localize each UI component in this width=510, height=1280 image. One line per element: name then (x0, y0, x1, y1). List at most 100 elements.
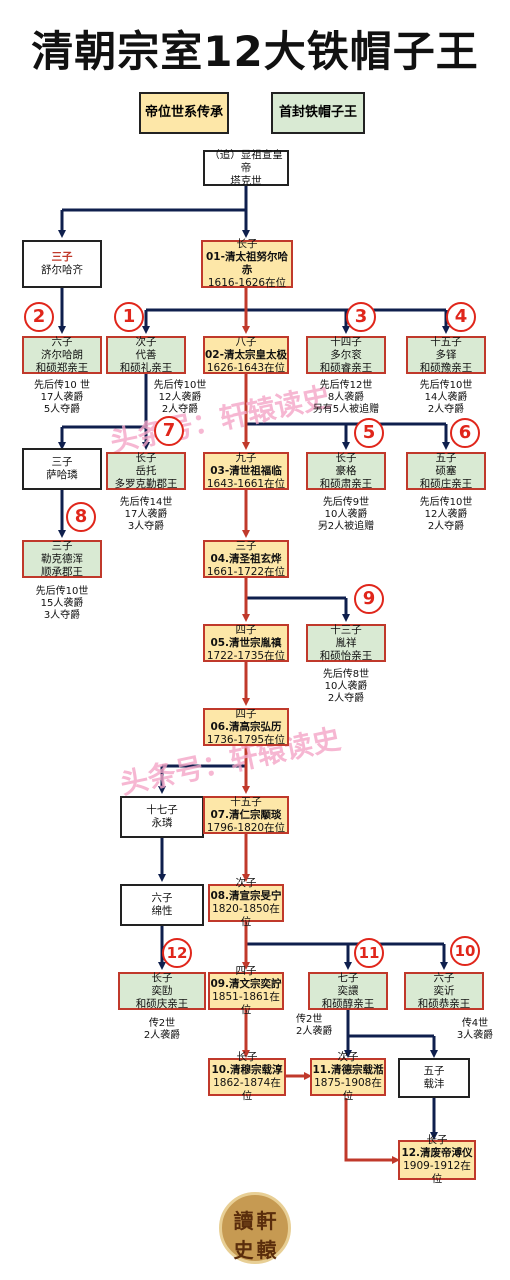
node-rank: 十七子 (146, 804, 178, 816)
stat-king-12: 传2世 2人袭爵 (118, 1018, 206, 1042)
node-name: 08.清宣宗旻宁 (210, 890, 282, 902)
badge-king-11: 11 (354, 938, 384, 968)
stat-line: 17人袭爵 (124, 509, 168, 520)
page-title: 清朝宗室12大铁帽子王 (31, 27, 479, 76)
node-rank: 三子 (51, 456, 73, 468)
node-king-6: 五子 硕塞 和硕庄亲王 (406, 452, 486, 490)
stat-king-1: 先后传10世 12人袭爵 2人夺爵 (140, 380, 220, 416)
node-emperor-05: 四子 05.清世宗胤禛 1722-1735在位 (203, 624, 289, 662)
node-name: 勒克德浑 (41, 552, 83, 565)
node-name: 07.清仁宗颙琰 (210, 808, 282, 821)
node-years: 1862-1874在位 (213, 1077, 281, 1102)
legend-iron-king: 首封铁帽子王 (271, 92, 365, 134)
stat-line: 2人夺爵 (427, 404, 465, 415)
badge-king-1: 1 (114, 302, 144, 332)
node-rank: （追）显祖宣皇帝 (209, 148, 283, 174)
node-king-11: 七子 奕譞 和硕醇亲王 (308, 972, 388, 1010)
node-rank: 十五子 (430, 335, 462, 348)
stat-line: 传2世 (148, 1018, 176, 1029)
node-name: 塔克世 (230, 174, 262, 187)
node-king-3: 十四子 多尔衮 和硕睿亲王 (306, 336, 386, 374)
node-rank: 次子 (235, 877, 257, 889)
node-years: 1722-1735在位 (206, 649, 286, 662)
node-title: 和硕睿亲王 (319, 361, 373, 374)
stat-line: 先后传10世 (419, 497, 473, 508)
node-rank: 十四子 (330, 335, 362, 348)
node-yonglin: 十七子 永璘 (120, 796, 204, 838)
node-rank: 六子 (433, 971, 455, 984)
node-name: 04.清圣祖玄烨 (210, 552, 282, 565)
node-title: 顺承郡王 (41, 565, 83, 578)
node-name: 胤祥 (335, 636, 357, 649)
legend-emperor: 帝位世系传承 (139, 92, 229, 134)
node-king-7: 长子 岳托 多罗克勤郡王 (106, 452, 186, 490)
node-king-10: 六子 奕䜣 和硕恭亲王 (404, 972, 484, 1010)
node-name: 03-清世祖福临 (210, 464, 282, 477)
node-years: 1616-1626在位 (207, 277, 287, 289)
logo-seal: 讀 軒 史 轅 (219, 1192, 291, 1264)
node-title: 和硕郑亲王 (35, 361, 89, 374)
stat-line: 先后传8世 (322, 669, 370, 680)
node-years: 1796-1820在位 (206, 821, 286, 834)
node-rank: 三子 (51, 539, 73, 552)
node-name: 豪格 (335, 464, 357, 477)
node-rank: 长子 (236, 238, 258, 250)
stat-line: 另2人被追赠 (317, 521, 375, 532)
node-rank: 七子 (337, 971, 359, 984)
stat-king-10: 传4世 3人袭爵 (444, 1018, 506, 1042)
node-king-5: 长子 豪格 和硕肃亲王 (306, 452, 386, 490)
node-name: 萨哈璘 (46, 469, 78, 481)
node-king-2: 六子 济尔哈朗 和硕郑亲王 (22, 336, 102, 374)
node-name: 绵性 (151, 905, 173, 917)
node-rank: 十五子 (230, 795, 262, 808)
node-emperor-02: 八子 02-清太宗皇太极 1626-1643在位 (203, 336, 289, 374)
node-shuerhaqi: 三子 舒尔哈齐 (22, 240, 102, 288)
node-title: 和硕肃亲王 (319, 477, 373, 490)
badge-king-10: 10 (450, 936, 480, 966)
node-rank: 次子 (337, 1051, 359, 1063)
node-rank: 三子 (51, 251, 73, 263)
node-name: 永璘 (151, 817, 173, 829)
node-rank: 四子 (235, 623, 257, 636)
node-name: 09.清文宗奕詝 (210, 978, 282, 990)
stat-line: 传2世 (296, 1014, 323, 1025)
stat-line: 3人夺爵 (43, 610, 81, 621)
node-years: 1851-1861在位 (212, 991, 280, 1016)
node-name: 代善 (135, 348, 157, 361)
badge-king-2: 2 (24, 302, 54, 332)
node-name: 济尔哈朗 (41, 348, 83, 361)
stat-line: 10人袭爵 (324, 509, 368, 520)
stat-line: 12人袭爵 (158, 392, 202, 403)
stat-king-3: 先后传12世 8人袭爵 另有5人被追赠 (300, 380, 392, 416)
stat-line: 2人袭爵 (296, 1026, 333, 1037)
stat-line: 另有5人被追赠 (312, 404, 380, 415)
node-years: 1909-1912在位 (403, 1160, 471, 1185)
node-name: 02-清太宗皇太极 (205, 348, 287, 361)
node-title: 和硕庄亲王 (419, 477, 473, 490)
stat-line: 12人袭爵 (424, 509, 468, 520)
node-mianxing: 六子 绵性 (120, 884, 204, 926)
node-king-8: 三子 勒克德浑 顺承郡王 (22, 540, 102, 578)
node-name: 多铎 (435, 348, 457, 361)
badge-king-9: 9 (354, 584, 384, 614)
node-emperor-10: 长子 10.清穆宗载淳 1862-1874在位 (208, 1051, 286, 1102)
node-title: 多罗克勤郡王 (114, 477, 178, 490)
node-rank: 六子 (151, 892, 173, 904)
node-emperor-04: 三子 04.清圣祖玄烨 1661-1722在位 (203, 540, 289, 578)
node-emperor-01: 长子 01-清太祖努尔哈赤 1616-1626在位 (201, 238, 293, 289)
node-sahalian: 三子 萨哈璘 (22, 448, 102, 490)
node-rank: 八子 (235, 335, 257, 348)
stat-line: 2人夺爵 (327, 693, 365, 704)
stat-king-7: 先后传14世 17人袭爵 3人夺爵 (106, 497, 186, 533)
node-rank: 长子 (135, 451, 157, 464)
badge-king-6: 6 (450, 418, 480, 448)
node-name: 05.清世宗胤禛 (210, 636, 282, 649)
node-emperor-06: 四子 06.清高宗弘历 1736-1795在位 (203, 708, 289, 746)
stat-line: 先后传14世 (119, 497, 173, 508)
node-rank: 长子 (151, 971, 173, 984)
node-title: 和硕庆亲王 (135, 997, 189, 1010)
node-name: 奕劻 (151, 984, 173, 997)
stat-line: 先后传9世 (322, 497, 370, 508)
node-years: 1875-1908在位 (314, 1077, 382, 1102)
